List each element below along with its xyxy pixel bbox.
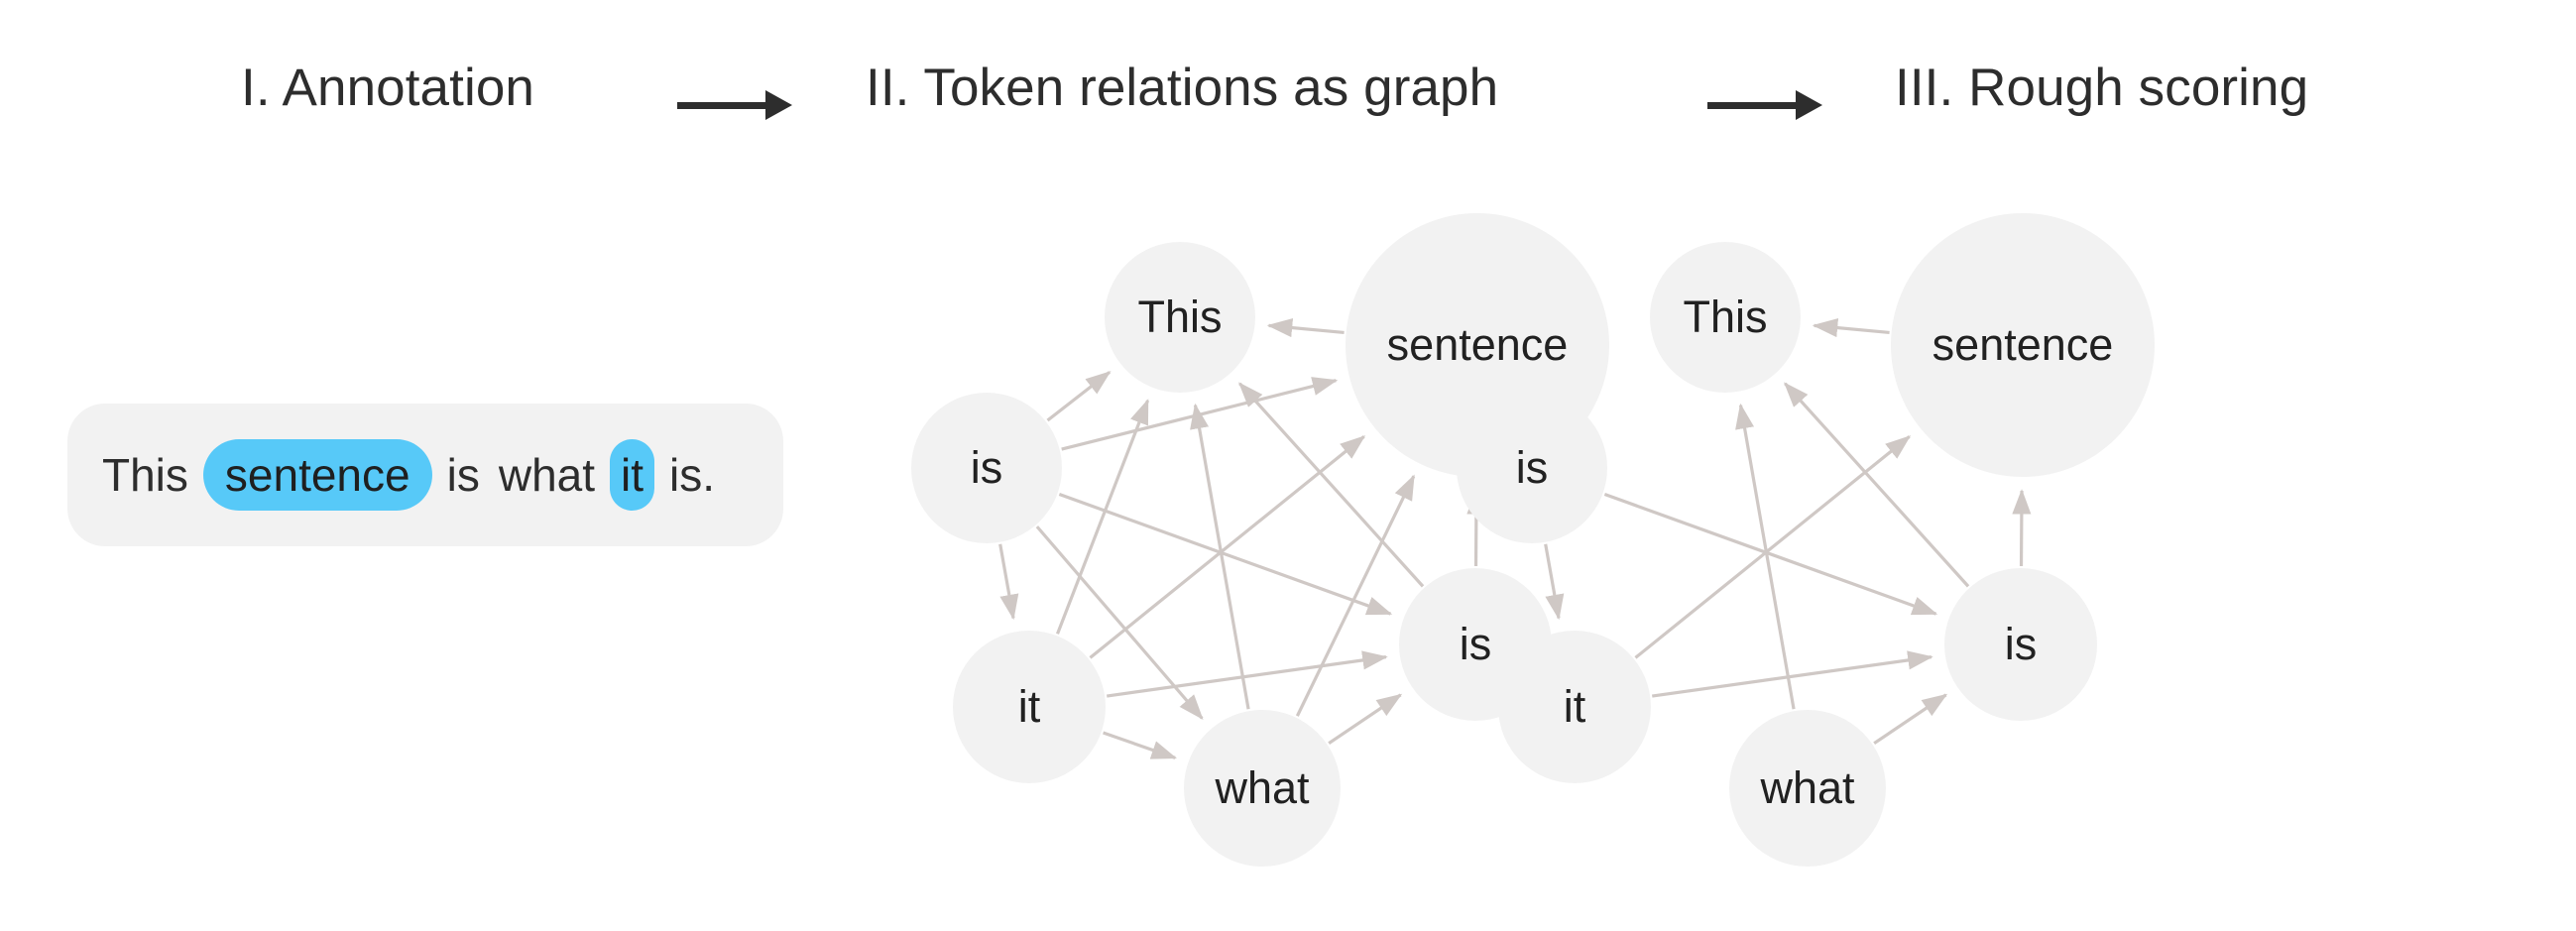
graph-edge-it-to-is_r: [1652, 650, 1933, 698]
annotation-token-it[interactable]: it: [610, 439, 655, 511]
graph-node-what[interactable]: what: [1184, 710, 1341, 867]
arrow-shaft: [677, 102, 768, 109]
graph-edge-what-to-is_r: [1328, 693, 1403, 746]
graph-edge-it-to-is_r: [1107, 650, 1388, 698]
graph-edge-it-to-what: [1103, 731, 1178, 759]
arrow-shaft: [1707, 102, 1799, 109]
graph-edge-it-to-sentence: [1089, 435, 1366, 659]
heading-stage-2: II. Token relations as graph: [866, 58, 1499, 117]
stage-headings: I. Annotation II. Token relations as gra…: [0, 44, 2576, 133]
graph-edge-what-to-sentence: [1295, 474, 1416, 717]
graph-edge-is_l-to-it: [1544, 543, 1565, 621]
graph-edge-what-to-this: [1735, 403, 1796, 710]
graph-node-is_r[interactable]: is: [1944, 568, 2097, 721]
graph-edge-it-to-this: [1056, 399, 1150, 635]
annotation-token-sentence[interactable]: sentence: [202, 439, 432, 511]
graph-node-this[interactable]: This: [1650, 242, 1801, 393]
annotation-token-is[interactable]: is: [446, 449, 480, 501]
arrow-head: [1796, 90, 1822, 120]
graph-node-it[interactable]: it: [953, 631, 1106, 783]
heading-stage-3: III. Rough scoring: [1895, 58, 2309, 117]
annotation-token-this[interactable]: This: [102, 449, 188, 501]
graph-node-this[interactable]: This: [1105, 242, 1255, 393]
annotation-token-is[interactable]: is.: [669, 449, 716, 501]
graph-edge-is_l-to-is_r: [1058, 492, 1393, 616]
graph-node-is_r[interactable]: is: [1399, 568, 1552, 721]
graph-edge-what-to-this: [1190, 403, 1250, 710]
graph-edge-is_l-to-this: [1046, 371, 1112, 422]
graph-edge-is_l-to-sentence: [1061, 377, 1339, 451]
arrow-head: [765, 90, 792, 120]
graph-node-is_l[interactable]: is: [911, 393, 1062, 543]
graph-edge-is_l-to-is_r: [1603, 492, 1938, 616]
graph-node-it[interactable]: it: [1498, 631, 1651, 783]
graph-edge-it-to-sentence: [1634, 435, 1912, 659]
graph-edge-sentence-to-this: [1266, 318, 1345, 338]
arrow-stage1-to-stage2: [677, 85, 792, 125]
annotation-token-what[interactable]: what: [498, 449, 596, 501]
graph-edge-is_l-to-it: [998, 543, 1019, 621]
graph-edge-what-to-is_r: [1873, 693, 1948, 746]
graph-node-what[interactable]: what: [1729, 710, 1886, 867]
arrow-stage2-to-stage3: [1707, 85, 1822, 125]
graph-edge-is_r-to-sentence: [2012, 489, 2032, 567]
graph-edge-sentence-to-this: [1812, 318, 1890, 338]
graph-node-sentence[interactable]: sentence: [1891, 213, 2155, 477]
graph-node-is_l[interactable]: is: [1457, 393, 1607, 543]
heading-stage-1: I. Annotation: [241, 58, 534, 117]
